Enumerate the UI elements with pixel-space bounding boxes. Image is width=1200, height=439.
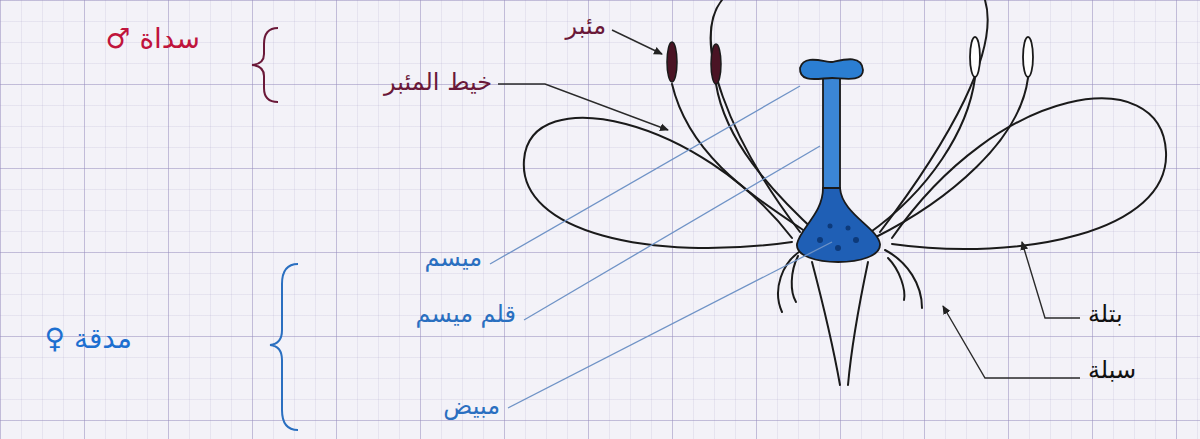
leader-line: [498, 84, 668, 130]
filament: [716, 84, 818, 234]
filament: [672, 84, 812, 236]
part-label: قلم ميسم: [416, 300, 517, 329]
filament: [874, 78, 1028, 238]
part-label: بتلة: [1088, 300, 1123, 329]
stigma: [800, 59, 863, 79]
part-label: سداة ♂: [105, 22, 200, 56]
anther: [970, 37, 980, 77]
ovary: [797, 188, 880, 262]
leader-line: [508, 242, 832, 408]
anther: [711, 44, 721, 84]
bracket: [270, 264, 298, 430]
style: [823, 76, 840, 195]
part-label: سبلة: [1088, 356, 1136, 385]
part-label: مدقة ♀: [45, 322, 133, 356]
part-label: مئبر: [565, 12, 606, 41]
petal-outline: [524, 118, 792, 248]
part-label: مبيض: [443, 392, 500, 421]
sepal: [885, 250, 922, 308]
leader-line: [490, 86, 800, 264]
leader-line: [1022, 242, 1080, 318]
leader-line: [612, 30, 662, 54]
sepal: [792, 256, 798, 302]
part-label: ميسم: [425, 244, 482, 273]
petal-outline: [892, 98, 1166, 249]
anther: [1023, 37, 1033, 77]
leader-line: [943, 306, 1080, 378]
anther: [667, 42, 677, 82]
bracket: [252, 28, 278, 102]
leader-line: [524, 146, 820, 320]
stem: [812, 262, 840, 385]
stem: [848, 262, 868, 385]
petal-outline: [880, 0, 988, 232]
part-label: خيط المئبر: [384, 68, 492, 97]
sepal: [888, 258, 904, 300]
